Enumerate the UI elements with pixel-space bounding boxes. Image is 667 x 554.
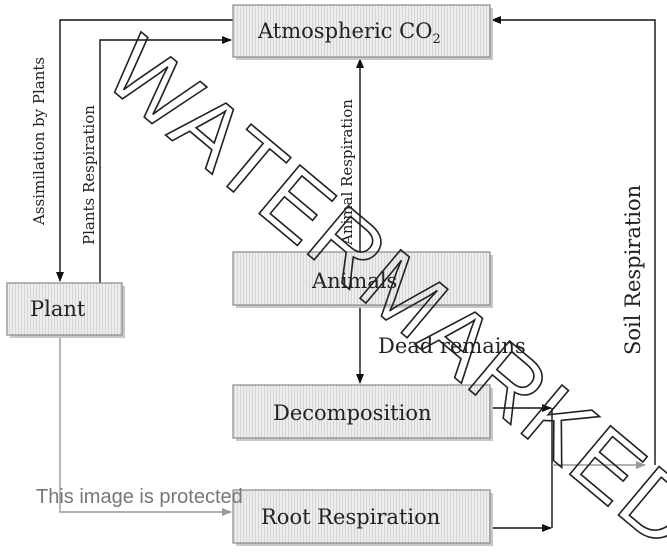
animals-box: Animals: [232, 251, 493, 308]
decomposition-box: Decomposition: [232, 384, 493, 441]
soil-respiration-label: Soil Respiration: [621, 185, 645, 355]
watermark-text: WATERMARKED: [87, 17, 667, 554]
protected-notice: This image is protected: [36, 486, 243, 508]
assimilation-label: Assimilation by Plants: [30, 57, 48, 226]
co2-box: Atmospheric CO2: [232, 4, 493, 60]
plant-box: Plant: [6, 282, 125, 338]
dead-remains-label: Dead remains: [378, 334, 526, 358]
co2-label: Atmospheric CO: [257, 19, 432, 43]
soil-respiration-arrow: [491, 16, 656, 465]
plant-respiration-arrow: [99, 36, 232, 283]
assimilation-arrow: [56, 19, 233, 282]
decomposition-label: Decomposition: [273, 401, 431, 425]
animals-label: Animals: [311, 269, 397, 293]
plant-to-root-arrow: [59, 335, 232, 516]
root-respiration-label: Root Respiration: [261, 505, 440, 529]
plant-label: Plant: [30, 297, 86, 321]
co2-subscript: 2: [432, 32, 440, 47]
animal-respiration-label: Animal Respiration: [338, 99, 356, 246]
root-respiration-box: Root Respiration: [232, 489, 493, 546]
plant-respiration-label: Plants Respiration: [80, 105, 98, 245]
svg-text:Atmospheric CO2: Atmospheric CO2: [257, 19, 441, 47]
arrows: [56, 16, 656, 532]
